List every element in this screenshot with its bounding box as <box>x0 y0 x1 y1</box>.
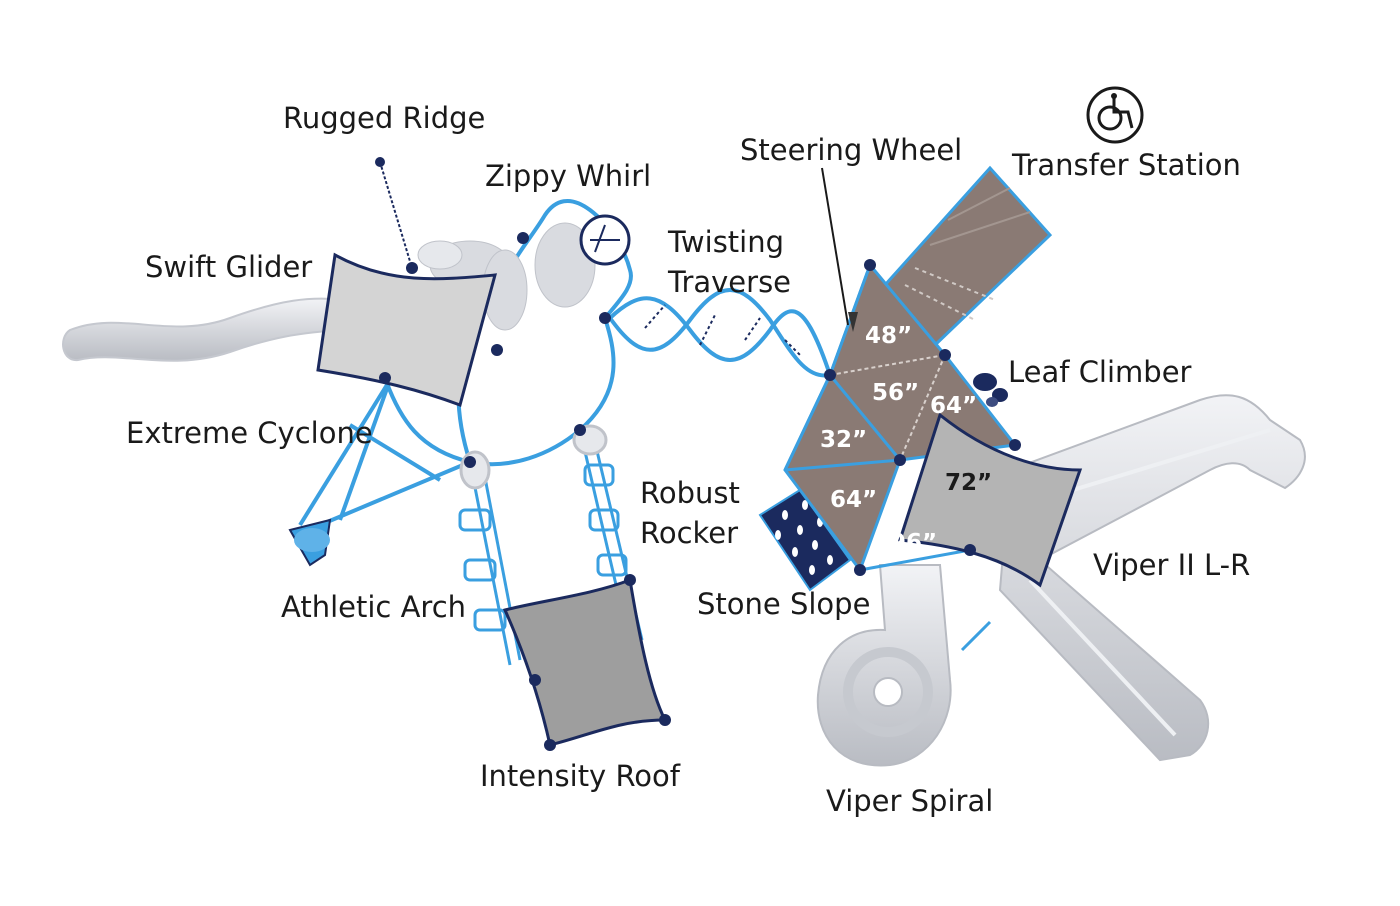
deck-height-96: 96” <box>890 530 937 556</box>
post-cap <box>379 372 391 384</box>
intensity-roof <box>502 577 668 747</box>
steering-wheel <box>579 214 631 266</box>
label-twisting-traverse-line1: Twisting <box>667 225 784 259</box>
post-cap <box>464 456 476 468</box>
post-cap <box>406 262 418 274</box>
label-intensity-roof: Intensity Roof <box>480 759 681 793</box>
viper-ii-groove <box>1039 428 1271 502</box>
label-zippy-whirl: Zippy Whirl <box>485 159 651 193</box>
swift-glider-roof <box>316 252 498 407</box>
stone-slope-panel <box>758 488 852 592</box>
swift-glider-slide <box>62 297 346 362</box>
post-cap <box>659 714 671 726</box>
post-cap <box>517 232 529 244</box>
label-rugged-ridge: Rugged Ridge <box>283 101 485 135</box>
post-cap <box>939 349 951 361</box>
deck-height-72: 72” <box>945 470 992 496</box>
post-cap <box>864 259 876 271</box>
label-twisting-traverse-line2: Traverse <box>667 265 791 299</box>
roof-72 <box>898 412 1083 588</box>
leaf-climber <box>973 373 1008 407</box>
viper-ii-groove <box>1028 578 1177 737</box>
post-cap <box>964 544 976 556</box>
robust-rocker-ladders <box>458 424 644 666</box>
post-cap <box>824 369 836 381</box>
label-robust-rocker-line1: Robust <box>640 476 740 510</box>
post-caps <box>379 232 1021 751</box>
deck-height-64-upper: 64” <box>930 393 977 419</box>
label-stone-slope: Stone Slope <box>697 587 870 621</box>
viper-spiral-slide <box>816 564 992 767</box>
deck-height-32: 32” <box>820 427 867 453</box>
post-cap <box>529 674 541 686</box>
post-cap <box>544 739 556 751</box>
wheelchair-accessible-icon <box>1086 86 1144 144</box>
post-cap <box>894 454 906 466</box>
post-cap <box>624 574 636 586</box>
label-transfer-station: Transfer Station <box>1011 148 1241 182</box>
steering-wheel-leader-tip <box>848 312 858 332</box>
label-athletic-arch: Athletic Arch <box>281 590 466 624</box>
twisting-traverse <box>608 288 832 378</box>
rugged-ridge-rope <box>379 161 413 269</box>
rugged-ridge-post <box>375 157 385 167</box>
deck-height-64-lower: 64” <box>830 487 877 513</box>
post-cap <box>574 424 586 436</box>
deck-height-56: 56” <box>872 380 919 406</box>
label-steering-wheel: Steering Wheel <box>740 133 962 167</box>
steering-wheel-leader <box>821 167 849 326</box>
deck-height-48: 48” <box>865 323 912 349</box>
viper-ii-slide <box>998 394 1306 762</box>
athletic-arch <box>288 518 332 567</box>
post-cap <box>1009 439 1021 451</box>
label-extreme-cyclone: Extreme Cyclone <box>126 416 373 450</box>
post-cap <box>491 344 503 356</box>
label-viper-ii-lr: Viper II L-R <box>1093 548 1250 582</box>
label-robust-rocker-line2: Rocker <box>640 516 738 550</box>
label-viper-spiral: Viper Spiral <box>826 784 993 818</box>
label-leaf-climber: Leaf Climber <box>1008 355 1192 389</box>
deck-tower <box>783 262 1018 574</box>
label-swift-glider: Swift Glider <box>145 250 312 284</box>
post-cap <box>854 564 866 576</box>
extreme-cyclone-frame <box>298 378 471 527</box>
post-cap <box>599 312 611 324</box>
